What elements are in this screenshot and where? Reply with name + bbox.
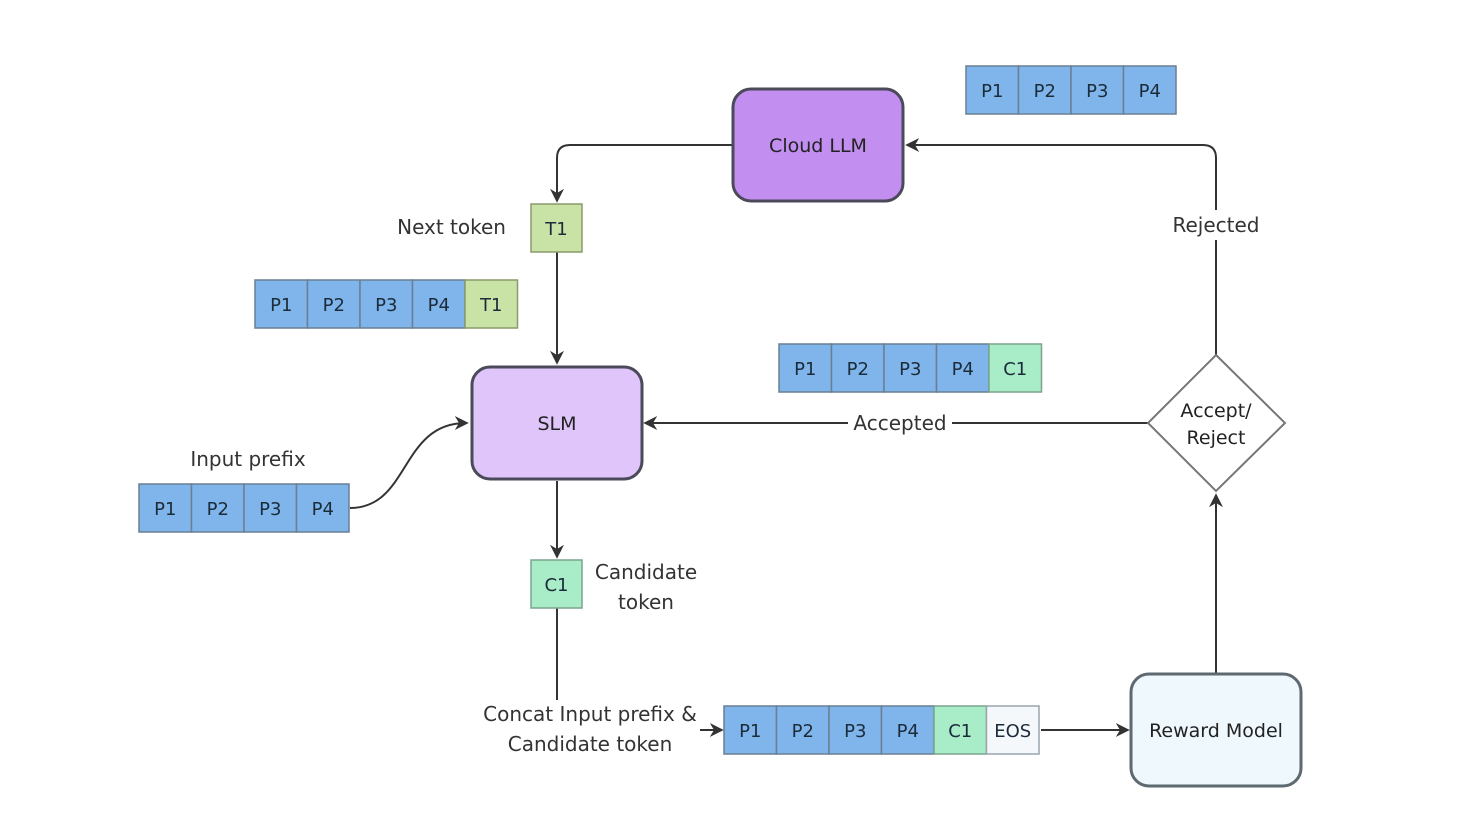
token-cell <box>828 705 883 755</box>
token-label: P1 <box>794 359 816 380</box>
token-cell <box>295 483 350 533</box>
token-label: P2 <box>792 721 814 742</box>
rejected-label: Rejected <box>1172 213 1259 237</box>
reward-model-node: Reward Model <box>1129 672 1303 788</box>
cloud-llm-node: Cloud LLM <box>731 87 905 203</box>
decision-label-line2: Reject <box>1187 427 1246 449</box>
token-label: P2 <box>323 295 345 316</box>
cloud-llm-label: Cloud LLM <box>769 135 867 157</box>
concat-sequence: P1 P2 P3 P4 C1 EOS <box>723 705 1040 755</box>
token-cell <box>530 559 583 609</box>
decision-to-cloud-arrow <box>905 138 1217 355</box>
token-label: P3 <box>259 499 281 520</box>
token-label: C1 <box>544 575 568 596</box>
token-cell <box>1122 65 1177 115</box>
slm-label: SLM <box>537 413 576 435</box>
token-label: P3 <box>375 295 397 316</box>
token-cell <box>243 483 298 533</box>
slm-node: SLM <box>470 365 644 481</box>
candidate-token-label-line2: token <box>618 590 674 614</box>
input-prefix-to-slm-arrow <box>349 416 469 509</box>
token-cell <box>1070 65 1125 115</box>
token-label: T1 <box>544 219 567 240</box>
token-cell <box>775 705 830 755</box>
token-cell <box>935 343 990 393</box>
token-cell <box>988 343 1043 393</box>
concat-label-line1: Concat Input prefix & <box>483 702 697 726</box>
concat-label-line2: Candidate token <box>508 732 673 756</box>
token-label: P1 <box>981 81 1003 102</box>
token-label: P1 <box>270 295 292 316</box>
token-label: EOS <box>994 721 1031 742</box>
reward-model-label: Reward Model <box>1149 720 1283 742</box>
token-label: P2 <box>847 359 869 380</box>
accept-reject-decision: Accept/ Reject <box>1146 353 1287 493</box>
token-cell <box>254 279 309 329</box>
token-label: P2 <box>207 499 229 520</box>
input-prefix-sequence: P1 P2 P3 P4 <box>138 483 350 533</box>
token-cell <box>359 279 414 329</box>
token-label: P3 <box>1086 81 1108 102</box>
token-cell <box>1017 65 1072 115</box>
token-label: P4 <box>897 721 919 742</box>
next-token-label: Next token <box>397 215 506 239</box>
token-label: P1 <box>154 499 176 520</box>
token-label: P1 <box>739 721 761 742</box>
token-label: P4 <box>312 499 334 520</box>
token-label: T1 <box>479 295 502 316</box>
token-label: P4 <box>952 359 974 380</box>
slm-next-sequence: P1 P2 P3 P4 T1 <box>254 279 519 329</box>
token-cell <box>965 65 1020 115</box>
token-label: C1 <box>948 721 972 742</box>
decision-label-line1: Accept/ <box>1180 400 1252 422</box>
accepted-label: Accepted <box>853 411 946 435</box>
token-cell <box>464 279 519 329</box>
token-cell <box>985 705 1040 755</box>
token-cell <box>880 705 935 755</box>
token-cell <box>530 203 583 253</box>
accepted-sequence: P1 P2 P3 P4 C1 <box>778 343 1043 393</box>
token-cell <box>830 343 885 393</box>
candidate-sequence: C1 <box>530 559 583 609</box>
token-cell <box>723 705 778 755</box>
next-token-sequence: T1 <box>530 203 583 253</box>
token-label: P4 <box>428 295 450 316</box>
cloud-to-next-token-arrow <box>550 144 732 203</box>
cloud-prefix-sequence: P1 P2 P3 P4 <box>965 65 1177 115</box>
token-label: P3 <box>899 359 921 380</box>
token-label: P2 <box>1034 81 1056 102</box>
input-prefix-label: Input prefix <box>190 447 306 471</box>
token-cell <box>883 343 938 393</box>
token-label: P3 <box>844 721 866 742</box>
token-label: P4 <box>1139 81 1161 102</box>
token-cell <box>306 279 361 329</box>
candidate-token-label-line1: Candidate <box>595 560 697 584</box>
token-label: C1 <box>1003 359 1027 380</box>
